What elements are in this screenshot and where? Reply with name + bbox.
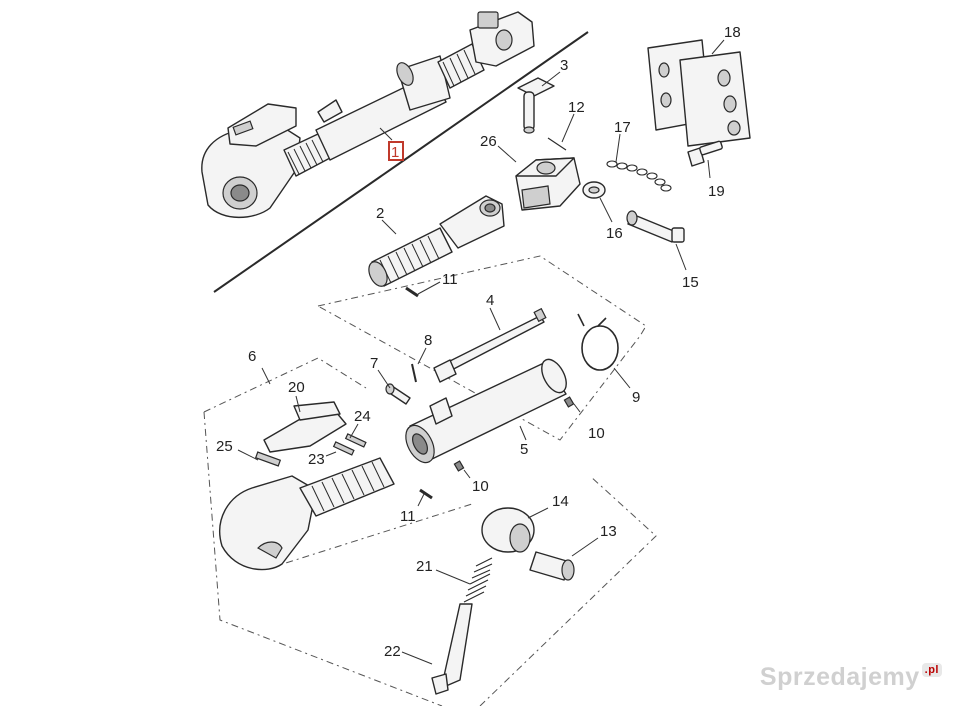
label-part-19: 19 [708, 183, 725, 200]
part-labels: 1 2 3 12 26 17 18 19 16 15 11 4 8 7 6 9 … [216, 24, 741, 660]
label-part-7: 7 [370, 355, 378, 372]
part-5-tube-body [405, 358, 567, 464]
part-14-ball [481, 507, 535, 553]
part-12-small-pin [547, 137, 567, 151]
label-part-14: 14 [552, 493, 569, 510]
watermark-text: Sprzedajemy [759, 663, 920, 691]
label-part-17: 17 [614, 119, 631, 136]
part-26-clevis [515, 157, 581, 211]
assembled-top-link [201, 11, 535, 218]
divider-line [213, 31, 589, 293]
part-17-chain [606, 160, 672, 192]
watermark-badge: .pl [921, 663, 942, 677]
label-part-10-upper: 10 [588, 425, 605, 442]
highlight-box [388, 141, 404, 161]
part-2-threaded-eye-rod [368, 195, 505, 287]
part-18-bracket [647, 39, 751, 147]
part-19-bolt [687, 140, 723, 167]
part-11-small-pin [405, 286, 419, 298]
part-7-pin [385, 383, 411, 405]
label-part-8: 8 [424, 332, 432, 349]
part-21-spring [463, 557, 493, 603]
label-part-5: 5 [520, 441, 528, 458]
label-part-3: 3 [560, 57, 568, 74]
part-8-split-pin [411, 363, 417, 383]
label-part-21: 21 [416, 558, 433, 575]
label-part-18: 18 [724, 24, 741, 41]
assembly-boundary-lower [203, 357, 657, 706]
assembly-boundary-upper [317, 255, 647, 441]
label-part-24: 24 [354, 408, 371, 425]
label-part-6: 6 [248, 348, 256, 365]
part-20-catch-plate [263, 401, 347, 453]
part-13-bush [529, 551, 575, 581]
label-part-15: 15 [682, 274, 699, 291]
label-part-20: 20 [288, 379, 305, 396]
label-part-25: 25 [216, 438, 233, 455]
part-22-latch-rod [431, 603, 473, 695]
label-part-23: 23 [308, 451, 325, 468]
label-part-11-upper: 11 [442, 271, 458, 288]
label-part-9: 9 [632, 389, 640, 406]
part-9-spring-clip [577, 313, 619, 371]
part-16-linch-pin [582, 181, 606, 199]
part-3-pin [517, 77, 555, 134]
label-part-2: 2 [376, 205, 384, 222]
label-part-1: 1 [391, 144, 399, 161]
label-part-12: 12 [568, 99, 585, 116]
part-4-long-bolt [433, 307, 547, 383]
label-part-13: 13 [600, 523, 617, 540]
part-11-small-pin-lower [419, 488, 433, 500]
label-part-26: 26 [480, 133, 497, 150]
part-15-pin [626, 210, 685, 243]
label-part-11-lower: 11 [400, 508, 416, 525]
leader-lines [237, 39, 725, 665]
watermark-logo: Sprzedajemy.pl [760, 663, 942, 692]
label-part-22: 22 [384, 643, 401, 660]
label-part-4: 4 [486, 292, 494, 309]
label-part-10-lower: 10 [472, 478, 489, 495]
label-part-16: 16 [606, 225, 623, 242]
part-10-grease-nipples [453, 396, 575, 472]
lower-hook [219, 457, 395, 571]
